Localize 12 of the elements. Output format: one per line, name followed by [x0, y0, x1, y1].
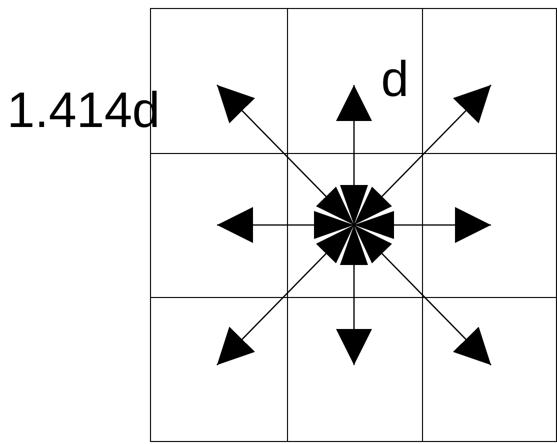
- arrow: [216, 84, 354, 226]
- grid-cell: [422, 8, 557, 154]
- distance-label: d: [381, 54, 409, 104]
- grid-cell: [422, 297, 557, 442]
- arrow: [336, 85, 372, 225]
- arrow: [336, 225, 372, 365]
- grid-cell: [150, 297, 288, 442]
- arrow: [354, 207, 491, 243]
- arrow: [354, 224, 492, 366]
- arrow: [354, 84, 492, 226]
- arrow: [216, 224, 354, 366]
- arrow: [217, 207, 354, 243]
